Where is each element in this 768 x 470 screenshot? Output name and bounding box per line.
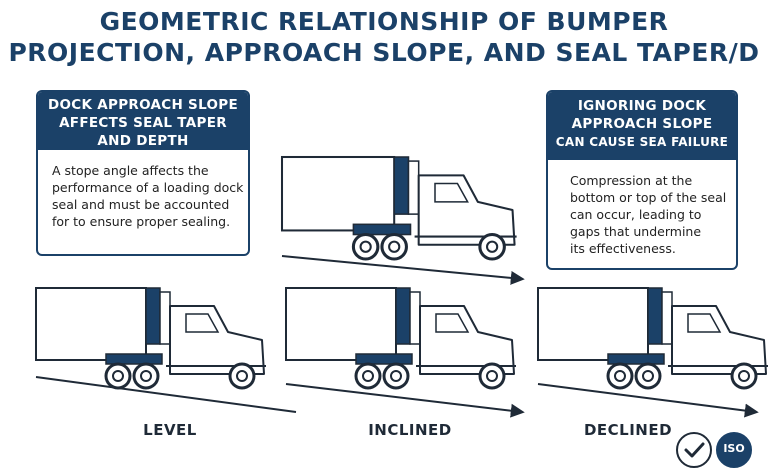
level-slope-line <box>35 376 297 413</box>
inclined-label: INCLINED <box>368 421 452 439</box>
level-label: LEVEL <box>143 421 197 439</box>
body-line: gaps that undermine <box>570 224 702 239</box>
body-line: for to ensure proper sealing. <box>52 214 231 229</box>
declined-slope-arrow <box>537 383 759 418</box>
checkmark-icon <box>684 442 705 458</box>
inclined-truck <box>284 286 518 390</box>
title-line-2: PROJECTION, APPROACH SLOPE, AND SEAL TAP… <box>8 38 760 67</box>
heading-line: IGNORING DOCK <box>577 98 707 114</box>
seal-failure-heading: IGNORING DOCK APPROACH SLOPE CAN CAUSE S… <box>548 92 736 160</box>
reference-truck <box>280 155 519 261</box>
seal-failure-card: IGNORING DOCK APPROACH SLOPE CAN CAUSE S… <box>546 90 738 270</box>
checkmark-icon <box>676 432 712 468</box>
heading-line: AFFECTS SEAL TAPER <box>59 115 227 131</box>
page-title: GEOMETRIC RELATIONSHIP OF BUMPER PROJECT… <box>0 6 768 68</box>
heading-line: DOCK APPROACH SLOPE <box>48 97 238 113</box>
body-line: seal and must be accounted <box>52 197 230 212</box>
slope-effect-heading: DOCK APPROACH SLOPE AFFECTS SEAL TAPER A… <box>38 92 248 150</box>
body-line: A stope angle affects the <box>52 163 209 178</box>
body-line: Compression at the <box>570 173 693 188</box>
inclined-slope-arrow <box>285 383 525 418</box>
level-truck <box>34 286 268 390</box>
body-line: its effectiveness. <box>570 241 676 256</box>
heading-line: AND DEPTH <box>97 133 189 149</box>
slope-effect-card: DOCK APPROACH SLOPE AFFECTS SEAL TAPER A… <box>36 90 250 256</box>
seal-failure-text: Compression at the bottom or top of the … <box>548 160 736 263</box>
body-line: can occur, leading to <box>570 207 702 222</box>
heading-line: APPROACH SLOPE <box>571 116 713 132</box>
title-line-1: GEOMETRIC RELATIONSHIP OF BUMPER <box>99 7 669 36</box>
iso-badge: ISO <box>716 432 752 468</box>
body-line: bottom or top of the seal <box>570 190 727 205</box>
slope-effect-text: A stope angle affects the performance of… <box>38 150 248 236</box>
body-line: performance of a loading dock <box>52 180 244 195</box>
reference-slope-arrow <box>281 255 525 285</box>
declined-truck <box>536 286 768 390</box>
declined-label: DECLINED <box>583 421 673 439</box>
heading-line: CAN CAUSE SEA FAILURE <box>555 135 729 149</box>
